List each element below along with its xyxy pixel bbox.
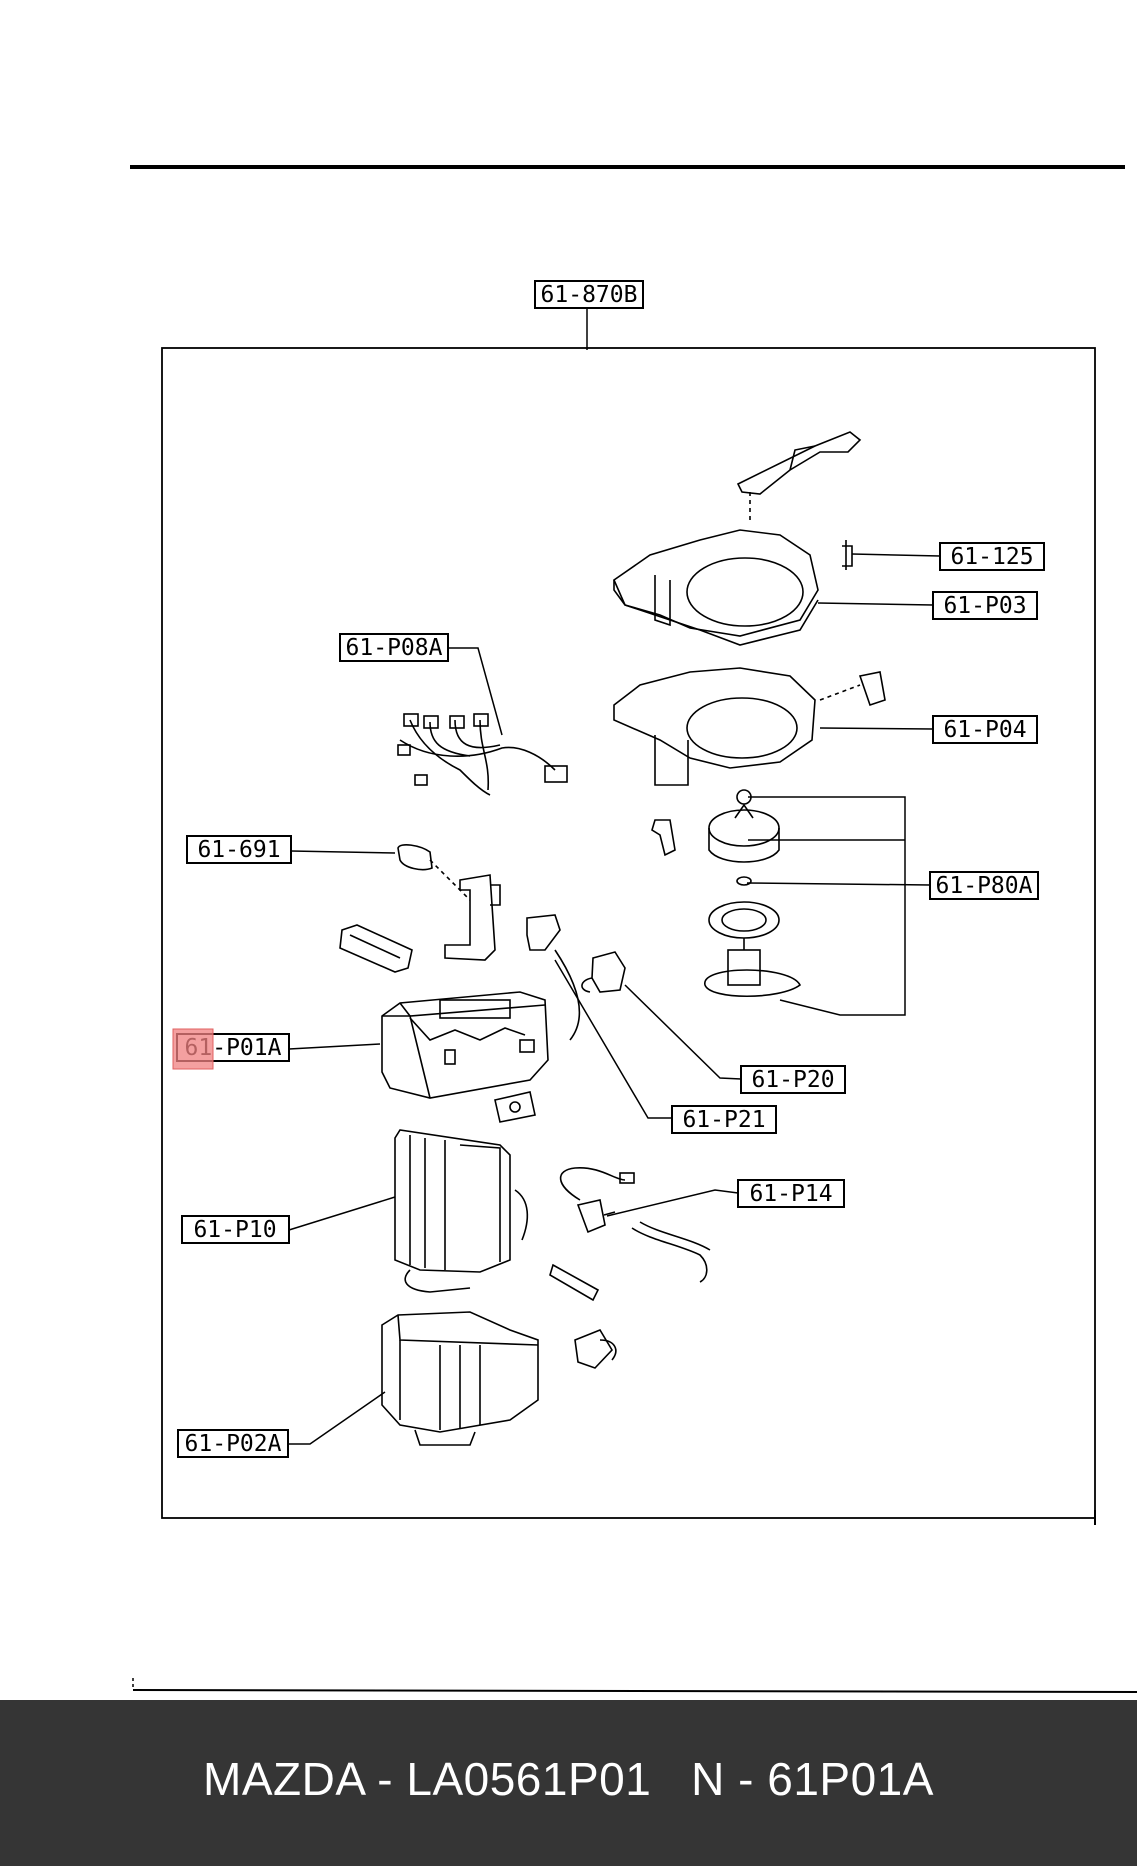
leader-lines (288, 553, 941, 1445)
part-61-P08A-wire-harness (397, 713, 568, 796)
label-61-P08A[interactable]: 61-P08A (339, 633, 449, 662)
label-61-125[interactable]: 61-125 (939, 542, 1045, 571)
part-61-P10-evaporator (394, 1129, 529, 1293)
highlight-marker (172, 1028, 214, 1070)
svg-text:61-125: 61-125 (950, 544, 1033, 570)
part-bracket-small (574, 1329, 617, 1369)
svg-text:61-P21: 61-P21 (682, 1107, 765, 1133)
svg-text:61-691: 61-691 (197, 837, 280, 863)
label-61-P80A[interactable]: 61-P80A (929, 871, 1039, 900)
label-61-P04[interactable]: 61-P04 (932, 715, 1038, 744)
part-61-P20-actuator (581, 951, 626, 993)
svg-text:61-P14: 61-P14 (749, 1181, 832, 1207)
svg-text:61-P03: 61-P03 (943, 593, 1026, 619)
part-61-P02A-lower-case (381, 1311, 539, 1446)
part-61-P01A-heater-unit (381, 991, 549, 1099)
label-61-691[interactable]: 61-691 (186, 835, 292, 864)
part-bracket-top (736, 431, 862, 520)
svg-text:61-P10: 61-P10 (193, 1217, 276, 1243)
part-drain-hose (549, 1263, 600, 1302)
part-61-691-sensor (397, 843, 471, 901)
assembly-frame (161, 347, 1096, 1519)
label-61-P14[interactable]: 61-P14 (737, 1179, 845, 1208)
part-air-inlet-grille (339, 924, 413, 973)
svg-text:61-P08A: 61-P08A (346, 635, 443, 661)
footer-caption: MAZDA - LA0561P01 N - 61P01A (203, 1753, 934, 1805)
part-61-P04-blower-lower-case (613, 667, 886, 786)
part-mount-bracket (444, 874, 501, 961)
part-61-P03-blower-upper-case (613, 529, 819, 646)
svg-text:61-P20: 61-P20 (751, 1067, 834, 1093)
part-61-P21-actuator (526, 914, 581, 1041)
svg-text:61-P80A: 61-P80A (936, 873, 1033, 899)
label-61-P10[interactable]: 61-P10 (181, 1215, 290, 1244)
label-61-P02A[interactable]: 61-P02A (177, 1429, 289, 1458)
part-61-P80A-blower-motor-stack (651, 789, 802, 997)
parts-diagram: 61-870B 61-125 61-P03 61-P08A 61-P04 61-… (130, 165, 1137, 1693)
footer-caption-bar: MAZDA - LA0561P01 N - 61P01A (0, 1700, 1137, 1866)
bottom-rule (132, 1689, 1137, 1693)
label-61-P21[interactable]: 61-P21 (671, 1105, 777, 1134)
label-61-P20[interactable]: 61-P20 (740, 1065, 846, 1094)
label-61-P03[interactable]: 61-P03 (932, 591, 1038, 620)
svg-text:61-870B: 61-870B (541, 282, 638, 308)
part-61-125-clip (842, 540, 853, 570)
label-assembly[interactable]: 61-870B (534, 280, 644, 309)
svg-text:61-P04: 61-P04 (943, 717, 1026, 743)
svg-text:61-P02A: 61-P02A (185, 1431, 282, 1457)
part-gasket-plate (494, 1091, 536, 1123)
part-61-P14-expansion-valve (559, 1167, 711, 1283)
